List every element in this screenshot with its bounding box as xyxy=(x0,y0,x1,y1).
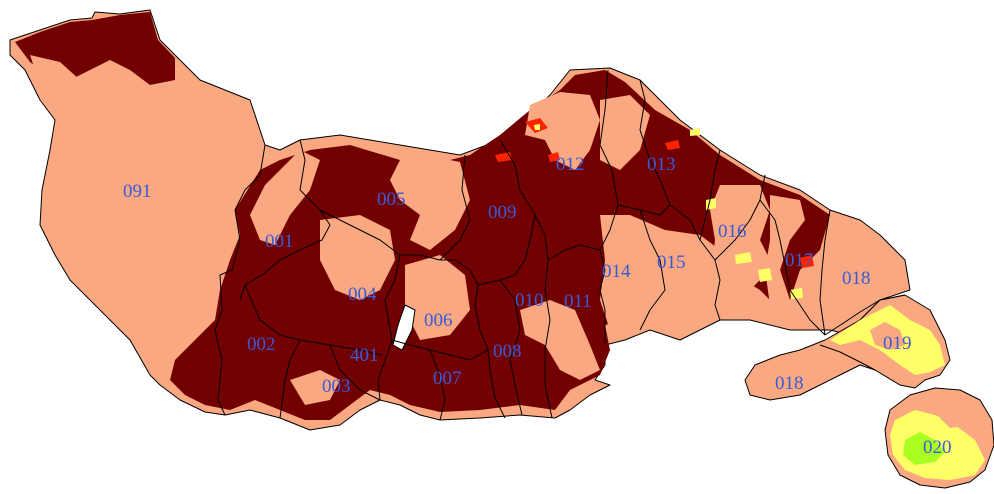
risk-area-low xyxy=(520,300,600,380)
zone-label-010: 010 xyxy=(515,290,544,311)
risk-area-low xyxy=(710,185,770,305)
zone-label-020: 020 xyxy=(923,437,952,458)
risk-area-vegetation xyxy=(903,432,945,465)
zone-label-002: 002 xyxy=(247,334,276,355)
zone-label-006: 006 xyxy=(424,310,453,331)
zone-label-007: 007 xyxy=(433,368,462,389)
zone-label-012: 012 xyxy=(556,154,585,175)
zone-label-018: 018 xyxy=(842,268,871,289)
risk-area-warning xyxy=(790,288,803,299)
risk-area-warning xyxy=(735,252,752,264)
risk-area-low xyxy=(600,95,650,170)
zone-label-018-south: 018 xyxy=(775,373,804,394)
zone-label-015: 015 xyxy=(657,252,686,273)
risk-area-low xyxy=(390,158,470,250)
risk-area-warning xyxy=(758,268,772,282)
boundary-lines xyxy=(214,69,906,421)
risk-area-very-high xyxy=(495,152,512,162)
zone-label-401: 401 xyxy=(350,345,379,366)
risk-area-low xyxy=(290,370,340,405)
risk-area-low xyxy=(765,195,805,305)
zone-label-014: 014 xyxy=(602,261,631,282)
risk-area-low xyxy=(30,55,80,95)
zone-label-017: 017 xyxy=(785,250,814,271)
risk-area-low xyxy=(320,215,395,300)
risk-area-warning xyxy=(534,124,540,130)
zone-label-004: 004 xyxy=(348,284,377,305)
risk-area-low xyxy=(870,322,905,350)
zone-label-091: 091 xyxy=(123,181,152,202)
zone-label-013: 013 xyxy=(647,154,676,175)
zone-label-019: 019 xyxy=(883,333,912,354)
risk-area-low xyxy=(405,255,470,340)
risk-area-very-high xyxy=(665,140,680,150)
zone-label-009: 009 xyxy=(488,202,517,223)
zone-label-016: 016 xyxy=(718,221,747,242)
risk-area-low xyxy=(525,92,600,170)
risk-area-low xyxy=(940,398,975,428)
zone-label-005: 005 xyxy=(377,189,406,210)
zone-label-001: 001 xyxy=(265,231,294,252)
risk-area-low xyxy=(600,215,720,330)
zone-label-008: 008 xyxy=(493,341,522,362)
lake xyxy=(392,304,416,351)
risk-area-warning xyxy=(690,128,700,136)
risk-area-very-high xyxy=(800,255,814,268)
zone-label-003: 003 xyxy=(322,376,351,397)
zone-label-011: 011 xyxy=(564,291,592,312)
risk-area-very-high xyxy=(548,152,560,162)
risk-area-high xyxy=(170,70,830,420)
